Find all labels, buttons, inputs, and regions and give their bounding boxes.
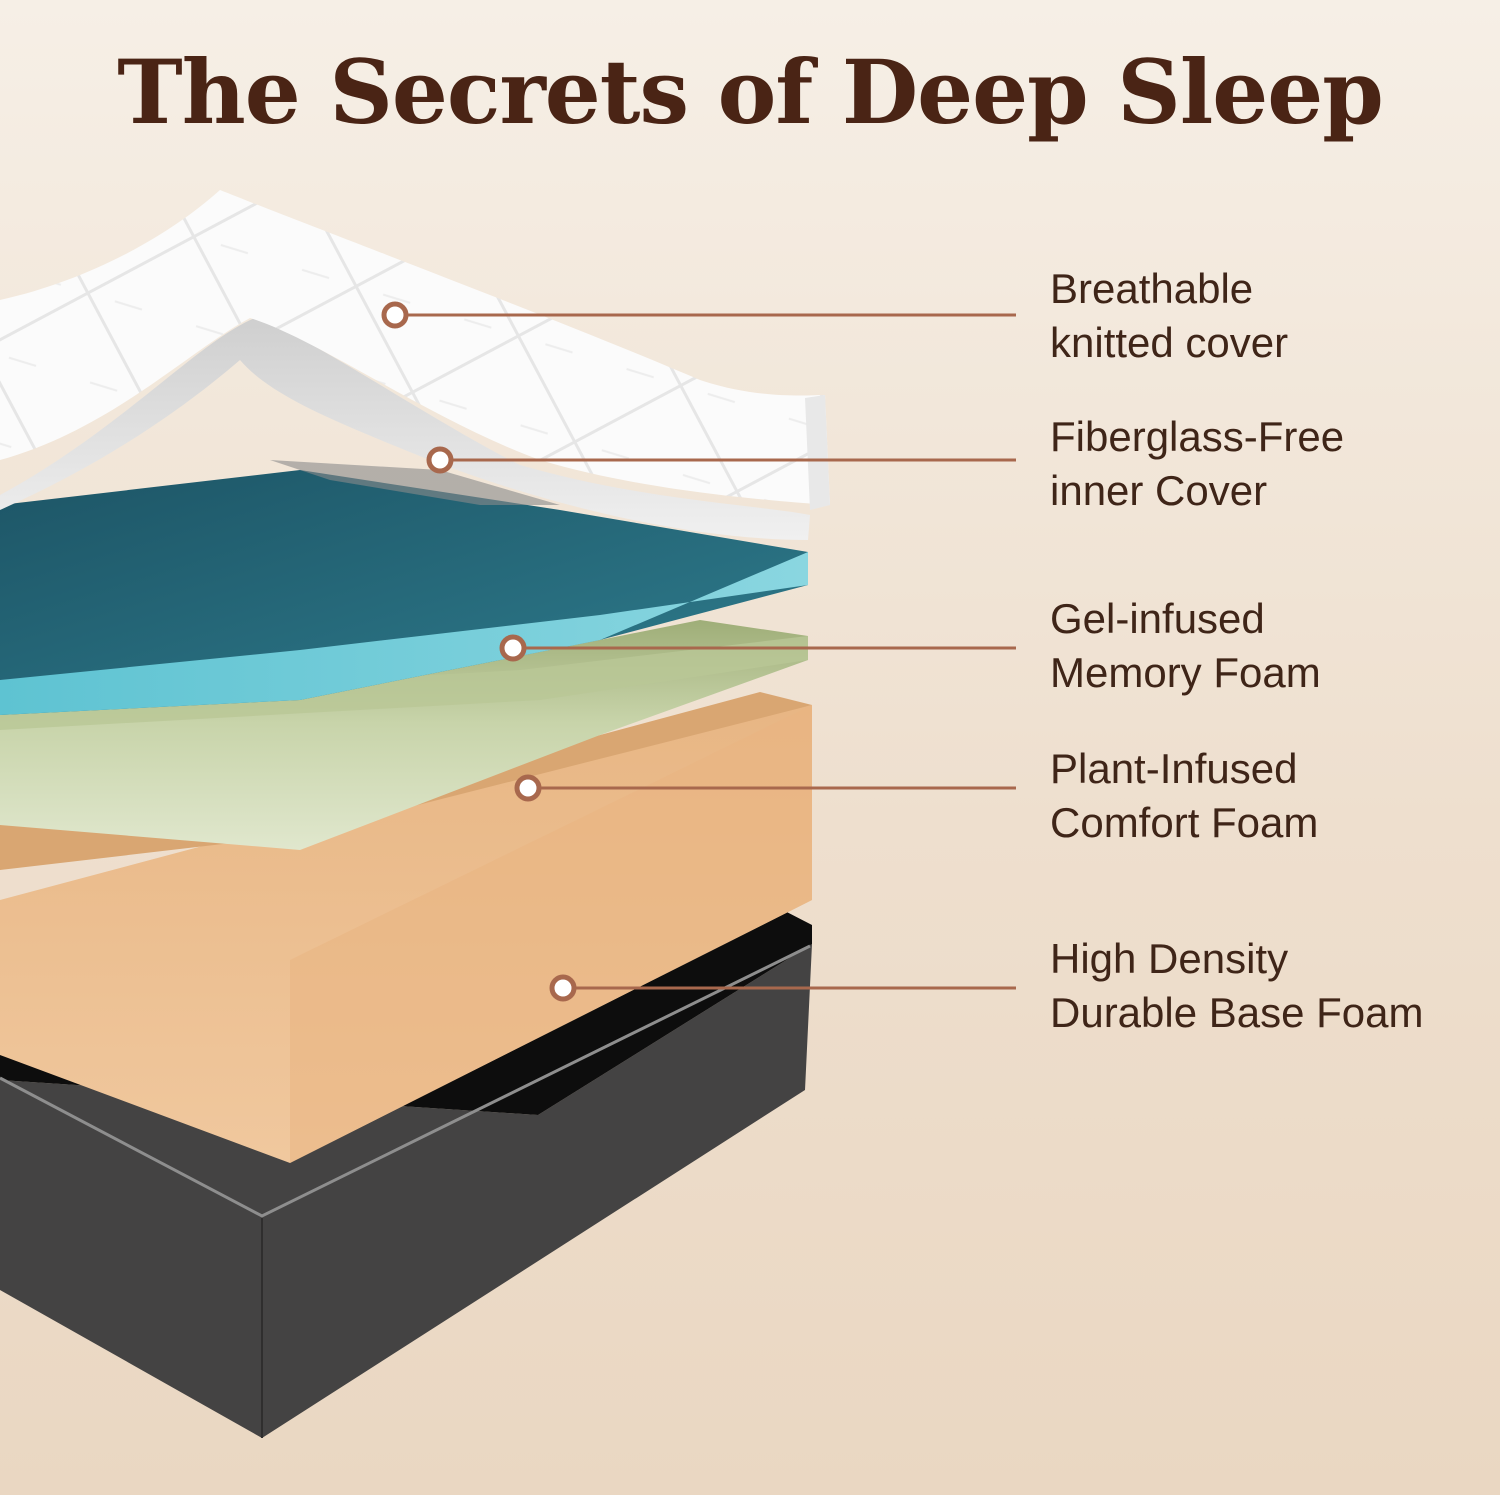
page-title: The Secrets of Deep Sleep <box>117 40 1384 144</box>
memory-foam-layer <box>0 470 808 715</box>
label-line: High Density <box>1050 935 1289 982</box>
comfort-foam-marker <box>514 774 542 802</box>
label-line: knitted cover <box>1050 319 1289 366</box>
label-line: Gel-infused <box>1050 595 1265 642</box>
label-plant-infused-comfort-foam: Plant-Infused Comfort Foam <box>1050 742 1490 850</box>
label-breathable-knitted-cover: Breathable knitted cover <box>1050 262 1490 370</box>
comfort-foam-layer <box>0 620 808 850</box>
label-high-density-base-foam: High Density Durable Base Foam <box>1050 932 1490 1040</box>
label-line: Plant-Infused <box>1050 745 1298 792</box>
label-line: inner Cover <box>1050 467 1268 514</box>
label-line: Fiberglass-Free <box>1050 413 1345 460</box>
inner-cover-marker <box>426 446 454 474</box>
memory-foam-marker <box>499 634 527 662</box>
label-line: Durable Base Foam <box>1050 989 1424 1036</box>
label-gel-infused-memory-foam: Gel-infused Memory Foam <box>1050 592 1490 700</box>
label-line: Breathable <box>1050 265 1254 312</box>
label-line: Comfort Foam <box>1050 799 1319 846</box>
callout-leaders <box>381 301 1016 1002</box>
inner-cover-layer <box>0 318 810 540</box>
cover-marker <box>381 301 409 329</box>
base-foam-marker <box>549 974 577 1002</box>
label-line: Memory Foam <box>1050 649 1321 696</box>
label-fiberglass-free-inner-cover: Fiberglass-Free inner Cover <box>1050 410 1490 518</box>
knitted-cover-layer <box>0 190 830 510</box>
